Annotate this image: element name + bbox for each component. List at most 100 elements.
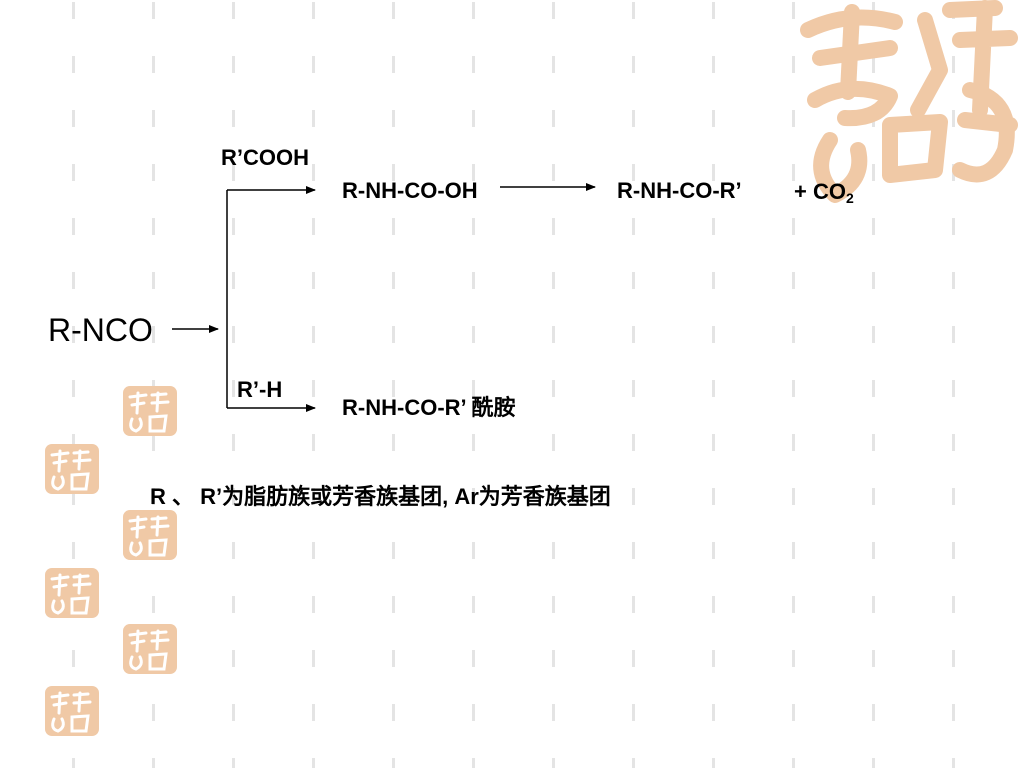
pattern-dash <box>872 542 875 559</box>
pattern-dash <box>312 704 315 721</box>
pattern-dash <box>712 596 715 613</box>
pattern-dash <box>232 596 235 613</box>
byproduct-subscript: 2 <box>845 190 854 206</box>
pattern-dash <box>72 758 75 768</box>
pattern-dash <box>392 164 395 181</box>
pattern-dash <box>472 2 475 19</box>
pattern-dash <box>952 704 955 721</box>
pattern-dash <box>72 164 75 181</box>
pattern-dash <box>792 326 795 343</box>
pattern-dash <box>552 542 555 559</box>
pattern-dash <box>472 110 475 127</box>
pattern-dash <box>72 650 75 667</box>
pattern-dash <box>312 164 315 181</box>
pattern-dash <box>952 56 955 73</box>
pattern-dash <box>472 704 475 721</box>
pattern-dash <box>472 758 475 768</box>
pattern-dash <box>632 110 635 127</box>
pattern-dash <box>392 704 395 721</box>
pattern-dash <box>392 2 395 19</box>
pattern-dash <box>952 488 955 505</box>
pattern-dash <box>392 218 395 235</box>
lower-reagent-label: R’-H <box>237 377 283 402</box>
pattern-dash <box>232 704 235 721</box>
pattern-dash <box>552 434 555 451</box>
pattern-dash <box>872 596 875 613</box>
pattern-dash <box>312 596 315 613</box>
pattern-dash <box>232 164 235 181</box>
pattern-dash <box>712 380 715 397</box>
pattern-dash <box>632 56 635 73</box>
pattern-dash <box>312 434 315 451</box>
pattern-dash <box>472 326 475 343</box>
pattern-dash <box>472 434 475 451</box>
pattern-dash <box>792 380 795 397</box>
pattern-dash <box>392 380 395 397</box>
pattern-dash <box>72 488 75 505</box>
upper-reagent-label: R’COOH <box>221 145 309 170</box>
seal-calligraphy-icon <box>44 567 100 619</box>
pattern-dash <box>712 704 715 721</box>
pattern-dash <box>232 380 235 397</box>
pattern-dash <box>792 2 795 19</box>
pattern-dash <box>792 434 795 451</box>
pattern-dash <box>632 218 635 235</box>
pattern-dash <box>632 758 635 768</box>
pattern-dash <box>472 596 475 613</box>
lower-product-label: R-NH-CO-R’ 酰胺 <box>342 395 516 420</box>
pattern-dash <box>72 110 75 127</box>
pattern-dash <box>952 758 955 768</box>
pattern-dash <box>152 434 155 451</box>
pattern-dash <box>232 218 235 235</box>
pattern-dash <box>632 650 635 667</box>
pattern-dash <box>712 56 715 73</box>
pattern-dash <box>312 218 315 235</box>
pattern-dash <box>952 326 955 343</box>
seal-calligraphy-icon <box>122 623 178 675</box>
pattern-dash <box>712 488 715 505</box>
pattern-dash <box>552 596 555 613</box>
pattern-dash <box>632 704 635 721</box>
pattern-dash <box>312 326 315 343</box>
pattern-dash <box>792 272 795 289</box>
pattern-dash <box>232 488 235 505</box>
pattern-dash <box>792 56 795 73</box>
pattern-dash <box>632 434 635 451</box>
footnote: R 、 R’为脂肪族或芳香族基团, Ar为芳香族基团 <box>150 484 611 509</box>
pattern-dash <box>712 326 715 343</box>
pattern-dash <box>152 110 155 127</box>
pattern-dash <box>152 56 155 73</box>
pattern-dash <box>712 758 715 768</box>
pattern-dash <box>552 56 555 73</box>
pattern-dash <box>472 218 475 235</box>
pattern-dash <box>232 272 235 289</box>
byproduct-prefix: + CO <box>794 179 846 204</box>
pattern-dash <box>392 326 395 343</box>
pattern-dash <box>792 164 795 181</box>
pattern-dash <box>632 488 635 505</box>
pattern-dash <box>312 758 315 768</box>
pattern-dash <box>632 596 635 613</box>
pattern-dash <box>712 110 715 127</box>
pattern-dash <box>952 272 955 289</box>
pattern-dash <box>792 704 795 721</box>
reactant-label: R-NCO <box>48 312 153 348</box>
pattern-dash <box>552 380 555 397</box>
pattern-dash <box>872 434 875 451</box>
pattern-dash <box>312 488 315 505</box>
pattern-dash <box>472 650 475 667</box>
pattern-dash <box>152 164 155 181</box>
pattern-dash <box>232 758 235 768</box>
byproduct-label: + CO2 <box>794 179 854 206</box>
pattern-dash <box>952 596 955 613</box>
pattern-dash <box>392 434 395 451</box>
intermediate-label: R-NH-CO-OH <box>342 178 478 203</box>
pattern-dash <box>152 272 155 289</box>
pattern-dash <box>872 56 875 73</box>
pattern-dash <box>552 650 555 667</box>
pattern-dash <box>792 542 795 559</box>
pattern-dash <box>392 596 395 613</box>
pattern-dash <box>632 272 635 289</box>
pattern-dash <box>552 758 555 768</box>
pattern-dash <box>72 218 75 235</box>
